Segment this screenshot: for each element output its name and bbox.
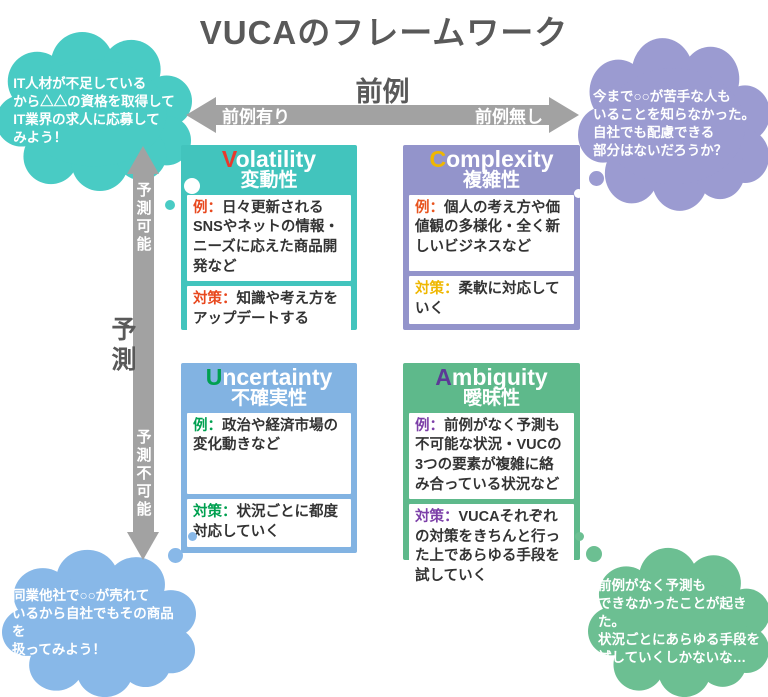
- example-label: 例：: [193, 417, 222, 434]
- example-text: 前例がなく予測も不可能な状況・VUCの3つの要素が複雑に絡み合っている状況など: [415, 417, 562, 493]
- thought-trail-dot: [586, 546, 602, 562]
- complexity-example-box: 例：個人の考え方や価値観の多様化・全く新しいビジネスなど: [409, 194, 574, 271]
- prediction-impossible-label: 予測不可能: [134, 429, 152, 519]
- precedent-axis-label: 前例: [355, 77, 410, 107]
- initial-letter: V: [221, 146, 236, 172]
- thought-trail-dot: [589, 171, 604, 186]
- volatility-example-box: 例：日々更新されるSNSやネットの情報・ニーズに応えた商品開発など: [187, 194, 351, 282]
- cloud-shape: [588, 547, 768, 697]
- precedent-yes-label: 前例有り: [222, 107, 290, 127]
- thought-cloud-top-right: 今まで○○が苦手な人も いることを知らなかった。 自社でも配慮できる 部分はない…: [578, 36, 768, 212]
- thought-cloud-bottom-left: 同業他社で○○が売れて いるから自社でもその商品を 扱ってみよう！: [2, 548, 196, 697]
- prediction-axis-arrow: 予測可能 予測不可能: [125, 146, 161, 560]
- double-arrow-horizontal: [186, 97, 579, 133]
- card-complexity: Complexity 複雑性 例：個人の考え方や価値観の多様化・全く新しいビジネ…: [403, 145, 580, 330]
- card-ambiguity-title: Ambiguity 曖昧性: [409, 363, 574, 413]
- thought-cloud-top-left: IT人材が不足している から△△の資格を取得して IT業界の求人に応募して みよ…: [0, 30, 192, 192]
- example-label: 例：: [415, 417, 444, 434]
- card-volatility-subtitle: 変動性: [240, 170, 298, 192]
- measure-text: 柔軟に対応していく: [415, 281, 560, 317]
- measure-text: 知識や考え方をアップデートする: [193, 291, 338, 327]
- measure-text: VUCAそれぞれの対策をきちんと行った上であらゆる手段を試していく: [415, 509, 560, 584]
- thought-cloud-bottom-right: 前例がなく予測も できなかったことが起きた。 状況ごとにあらゆる手段を 試してい…: [588, 546, 768, 697]
- initial-letter: U: [205, 364, 223, 390]
- uncertainty-example-box: 例：政治や経済市場の変化動きなど: [187, 412, 351, 494]
- precedent-axis-arrow: 前例有り 前例無し: [186, 96, 579, 134]
- card-complexity-subtitle: 複雑性: [462, 170, 520, 192]
- cloud-text: IT人材が不足している から△△の資格を取得して IT業界の求人に応募して みよ…: [13, 76, 175, 145]
- precedent-no-label: 前例無し: [475, 107, 543, 127]
- complexity-measure-box: 対策：柔軟に対応していく: [409, 276, 574, 324]
- volatility-measure-box: 対策：知識や考え方をアップデートする: [187, 286, 351, 335]
- ambiguity-example-box: 例：前例がなく予測も不可能な状況・VUCの3つの要素が複雑に絡み合っている状況な…: [409, 412, 574, 500]
- measure-label: 対策：: [193, 291, 237, 308]
- example-label: 例：: [193, 199, 222, 216]
- measure-label: 対策：: [193, 504, 237, 520]
- initial-letter: A: [435, 364, 452, 390]
- cloud-shape: [578, 38, 768, 211]
- example-text: 政治や経済市場の変化動きなど: [193, 417, 338, 454]
- thought-trail-dot: [575, 532, 584, 541]
- card-ambiguity-subtitle: 曖昧性: [462, 388, 520, 410]
- card-uncertainty-title: Uncertainty 不確実性: [187, 363, 351, 413]
- card-complexity-title: Complexity 複雑性: [409, 145, 574, 195]
- example-text: 個人の考え方や価値観の多様化・全く新しいビジネスなど: [415, 199, 560, 255]
- ambiguity-measure-box: 対策：VUCAそれぞれの対策をきちんと行った上であらゆる手段を試していく: [409, 504, 574, 584]
- card-uncertainty-subtitle: 不確実性: [230, 388, 307, 410]
- double-arrow-vertical: [127, 146, 159, 560]
- card-volatility-title: Volatility 変動性: [187, 145, 351, 195]
- title-rest: olatility: [235, 146, 317, 172]
- uncertainty-measure-box: 対策：状況ごとに都度対応していく: [187, 499, 351, 547]
- cloud-text: 同業他社で○○が売れて いるから自社でもその商品を 扱ってみよう！: [12, 588, 174, 657]
- cloud-shape: [2, 549, 196, 697]
- measure-label: 対策：: [415, 281, 459, 297]
- prediction-axis-label: 予測: [108, 316, 136, 376]
- thought-trail-dot: [168, 548, 183, 563]
- thought-trail-dot: [188, 532, 197, 541]
- thought-trail-dot: [574, 189, 583, 198]
- diagram-title: VUCAのフレームワーク: [199, 14, 569, 51]
- title-rest: ncertainty: [222, 364, 333, 390]
- card-volatility: Volatility 変動性 例：日々更新されるSNSやネットの情報・ニーズに応…: [181, 145, 357, 335]
- initial-letter: C: [429, 146, 447, 172]
- prediction-possible-label: 予測可能: [134, 182, 152, 254]
- card-uncertainty: Uncertainty 不確実性 例：政治や経済市場の変化動きなど 対策：状況ご…: [181, 363, 357, 553]
- measure-text: 状況ごとに都度対応していく: [193, 504, 338, 540]
- title-rest: mbiguity: [451, 364, 548, 390]
- thought-trail-dot: [165, 200, 175, 210]
- measure-label: 対策：: [415, 509, 459, 526]
- card-ambiguity: Ambiguity 曖昧性 例：前例がなく予測も不可能な状況・VUCの3つの要素…: [403, 363, 580, 584]
- example-label: 例：: [415, 199, 444, 216]
- cloud-text: 前例がなく予測も できなかったことが起きた。 状況ごとにあらゆる手段を 試してい…: [598, 578, 760, 665]
- title-rest: omplexity: [446, 146, 554, 172]
- thought-trail-dot: [184, 178, 200, 194]
- cloud-text: 今まで○○が苦手な人も いることを知らなかった。 自社でも配慮できる 部分はない…: [593, 89, 755, 158]
- example-text: 日々更新されるSNSやネットの情報・ニーズに応えた商品開発など: [193, 199, 339, 275]
